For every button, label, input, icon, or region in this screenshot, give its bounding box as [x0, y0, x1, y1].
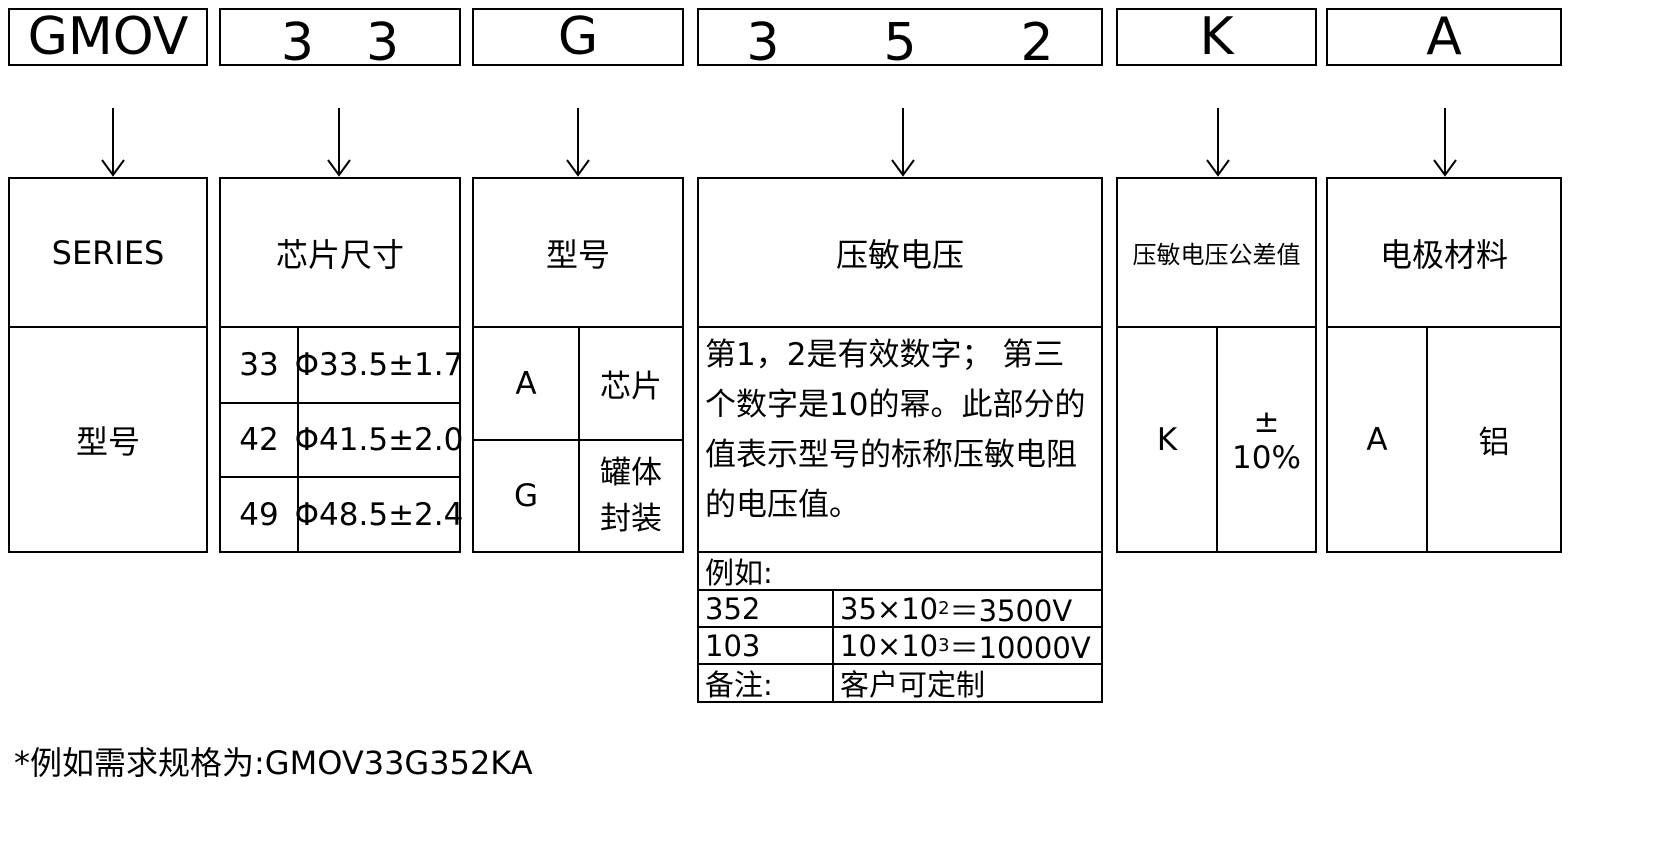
- code-voltage: 3 5 2: [697, 8, 1103, 73]
- tolerance-value: ± 10%: [1216, 326, 1317, 553]
- electrode-material: 铝: [1426, 326, 1562, 553]
- header-series: SERIES: [8, 177, 208, 328]
- plus-minus-sign: ±: [1253, 403, 1280, 440]
- series-value: 型号: [8, 326, 208, 553]
- arrow-down-icon: [563, 108, 593, 178]
- example-code: 352: [697, 589, 834, 628]
- chip-size-dim: Φ41.5±2.0: [295, 402, 463, 478]
- electrode-code: A: [1326, 326, 1428, 553]
- header-model: 型号: [472, 177, 684, 328]
- example-base: 10×10: [840, 628, 939, 663]
- header-chip-size: 芯片尺寸: [219, 177, 461, 328]
- model-desc: 芯片: [578, 326, 684, 441]
- arrow-down-icon: [888, 108, 918, 178]
- header-tolerance: 压敏电压公差值: [1116, 177, 1317, 328]
- chip-size-dim: Φ33.5±1.7: [295, 326, 463, 404]
- footnote: *例如需求规格为:GMOV33G352KA: [14, 744, 533, 782]
- example-result: ＝10000V: [949, 630, 1091, 665]
- code-tolerance: K: [1116, 7, 1317, 67]
- chip-size-code: 42: [219, 402, 299, 478]
- example-exponent: 2: [938, 598, 950, 619]
- code-electrode: A: [1326, 7, 1562, 67]
- arrow-down-icon: [98, 108, 128, 178]
- header-voltage: 压敏电压: [697, 177, 1103, 328]
- arrow-down-icon: [324, 108, 354, 178]
- code-series: GMOV: [8, 7, 208, 67]
- model-desc: 罐体封装: [578, 439, 684, 553]
- model-code: G: [472, 439, 580, 553]
- example-exponent: 3: [938, 635, 950, 656]
- example-result: ＝3500V: [949, 593, 1073, 628]
- header-electrode: 电极材料: [1326, 177, 1562, 328]
- model-code: A: [472, 326, 580, 441]
- arrow-down-icon: [1430, 108, 1460, 178]
- note-value: 客户可定制: [832, 663, 1103, 703]
- chip-size-dim: Φ48.5±2.4: [295, 476, 463, 553]
- example-code: 103: [697, 626, 834, 665]
- example-base: 35×10: [840, 591, 939, 626]
- note-label: 备注:: [697, 663, 834, 703]
- voltage-example-label: 例如:: [697, 551, 1103, 591]
- code-model: G: [472, 7, 684, 67]
- chip-size-code: 33: [219, 326, 299, 404]
- code-chip-size: 3 3: [219, 8, 461, 73]
- voltage-description: 第1，2是有效数字； 第三个数字是10的幂。此部分的值表示型号的标称压敏电阻的电…: [697, 326, 1103, 553]
- arrow-down-icon: [1203, 108, 1233, 178]
- tolerance-percent: 10%: [1232, 439, 1301, 476]
- chip-size-code: 49: [219, 476, 299, 553]
- tolerance-code: K: [1116, 326, 1218, 553]
